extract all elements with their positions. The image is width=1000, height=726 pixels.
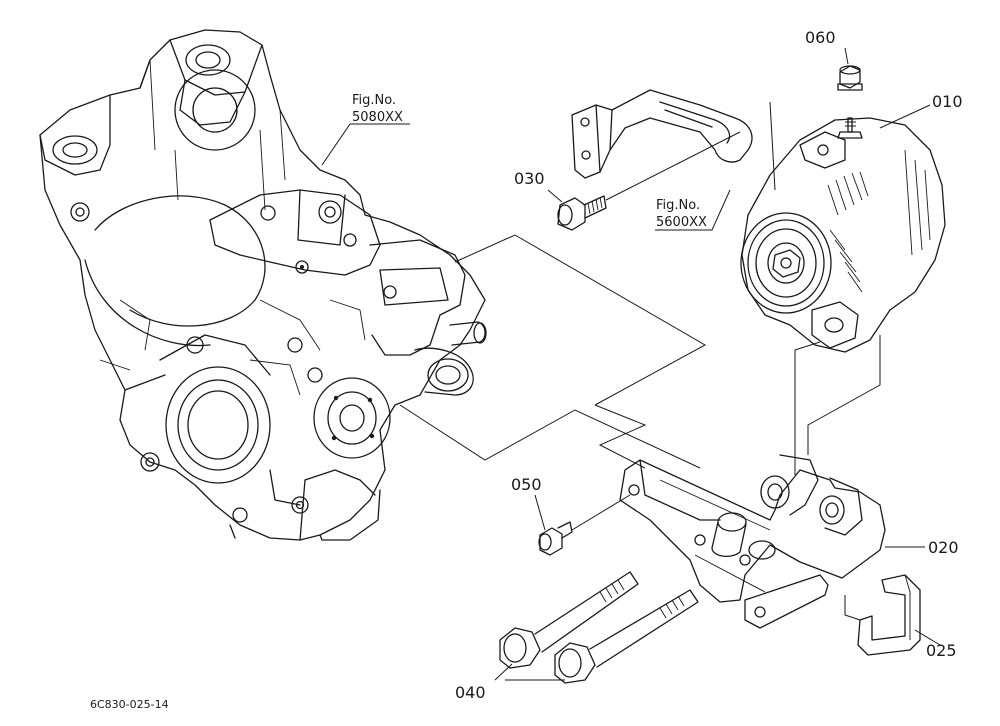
part-label-030: 030 xyxy=(514,169,545,188)
part-label-040: 040 xyxy=(455,683,486,702)
adjusting-bracket-drawing xyxy=(571,89,753,179)
part-label-010: 010 xyxy=(932,92,963,111)
part-label-050: 050 xyxy=(511,475,542,494)
bolt-050-drawing xyxy=(538,521,573,556)
mounting-bracket-020-drawing xyxy=(619,454,886,629)
part-label-060: 060 xyxy=(805,28,836,47)
engine-gear-case-drawing xyxy=(39,29,487,541)
alternator-drawing xyxy=(740,117,946,353)
nut-060-drawing xyxy=(837,65,863,91)
drawing-code: 6C830-025-14 xyxy=(90,698,169,711)
assembly-lines xyxy=(399,101,881,621)
bolt-030-drawing xyxy=(557,195,607,231)
fig-ref-5600-line2: 5600XX xyxy=(656,215,707,230)
fig-ref-5080-line2: 5080XX xyxy=(352,110,403,125)
part-label-025: 025 xyxy=(926,641,957,660)
fig-ref-5080-line1: Fig.No. xyxy=(352,93,396,108)
part-label-020: 020 xyxy=(928,538,959,557)
long-bolt-040-drawing xyxy=(499,571,699,684)
fig-ref-5600-line1: Fig.No. xyxy=(656,198,700,213)
leader-lines xyxy=(321,47,941,681)
clip-025-drawing xyxy=(857,574,921,656)
